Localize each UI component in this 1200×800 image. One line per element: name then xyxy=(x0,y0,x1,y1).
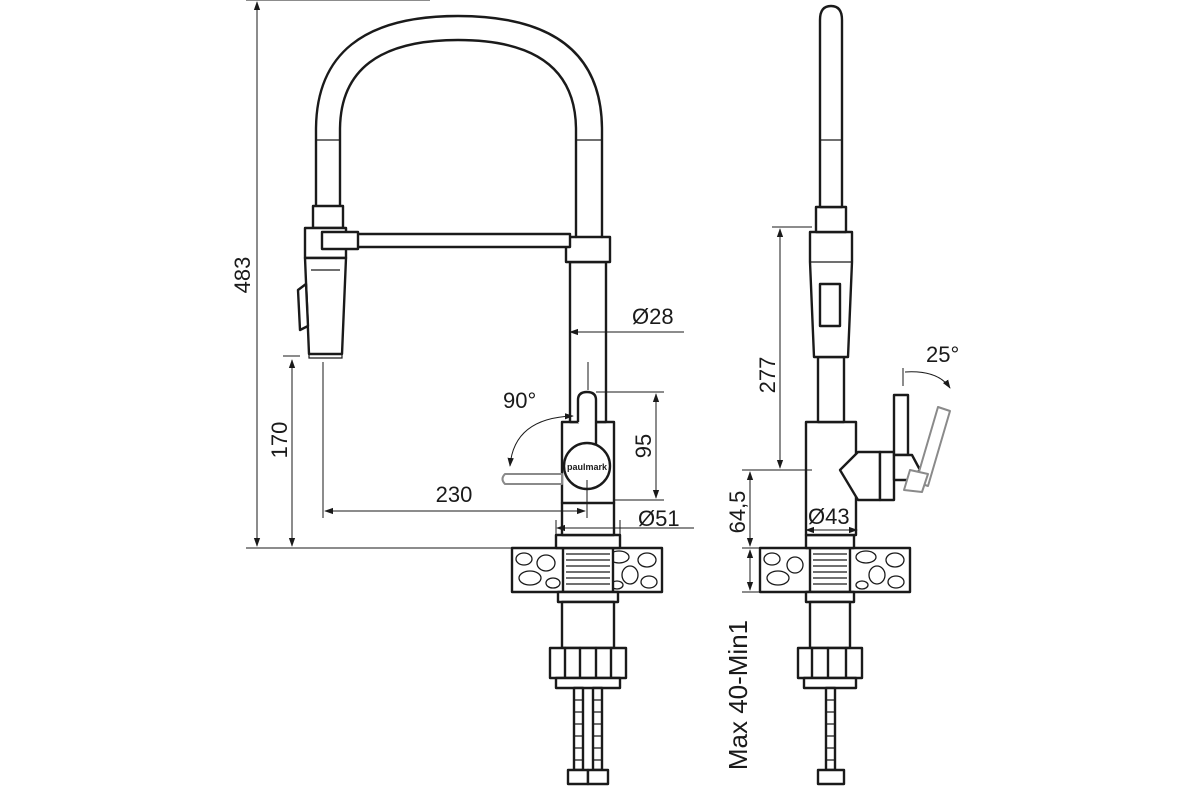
dim-side-body-diameter: Ø43 xyxy=(808,504,850,529)
side-view: 277 64,5 Max 40-Min1 Ø43 25° xyxy=(723,4,959,786)
brand-logo-text: paulmark xyxy=(567,462,608,472)
dim-lever-tilt: 25° xyxy=(926,342,959,367)
dim-side-upper-height: 277 xyxy=(755,357,780,394)
front-view: paulmark 483 170 230 Ø28 95 xyxy=(230,0,694,786)
dim-lever-rotation: 90° xyxy=(503,388,536,413)
dim-lever-height: 95 xyxy=(631,434,656,458)
dim-spout-height: 170 xyxy=(267,422,292,459)
dim-base-diameter: Ø51 xyxy=(638,506,680,531)
dim-body-diameter: Ø28 xyxy=(632,304,674,329)
dim-countertop-thickness: Max 40-Min1 xyxy=(723,620,753,770)
dim-side-base-height: 64,5 xyxy=(725,491,750,534)
dim-spout-reach: 230 xyxy=(436,482,473,507)
dim-total-height: 483 xyxy=(230,257,255,294)
countertop-stones-side xyxy=(763,550,905,590)
